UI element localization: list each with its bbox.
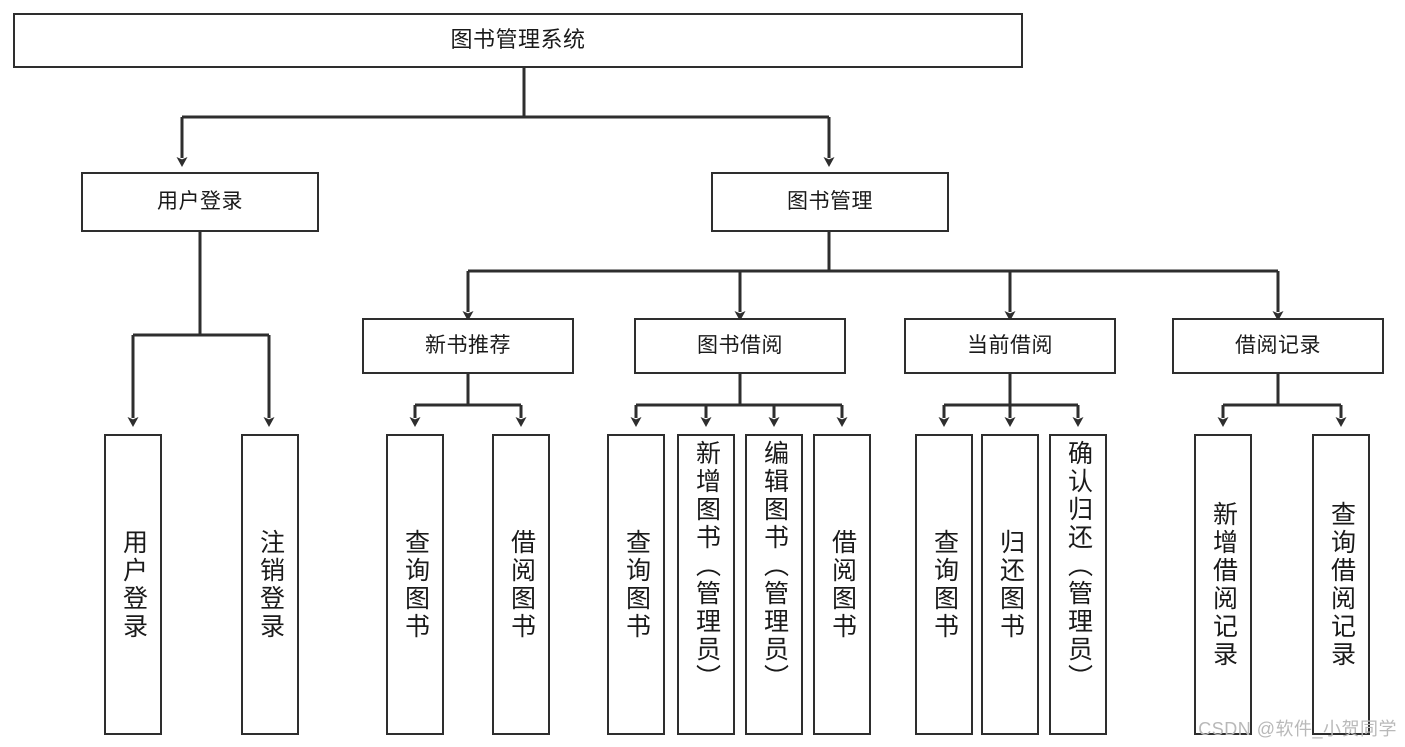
node-label: 借阅图书 [507, 528, 536, 641]
leaf-user-login-signout[interactable]: 注销登录 [241, 434, 299, 735]
node-label: 图书借阅 [697, 334, 783, 358]
leaf-borrow-borrow-books[interactable]: 借阅图书 [813, 434, 871, 735]
node-label: 归还图书 [996, 528, 1025, 641]
node-user-login[interactable]: 用户登录 [81, 172, 319, 232]
node-label: 新增图书（管理员） [692, 440, 721, 692]
node-label: 图书管理 [787, 190, 873, 214]
watermark-text: CSDN @软件_小贺同学 [1198, 719, 1397, 739]
node-label: 查询借阅记录 [1327, 500, 1356, 669]
node-borrowing-records[interactable]: 借阅记录 [1172, 318, 1384, 374]
node-label: 编辑图书（管理员） [760, 440, 789, 692]
leaf-new-book-query-books[interactable]: 查询图书 [386, 434, 444, 735]
leaf-borrow-query-books[interactable]: 查询图书 [607, 434, 665, 735]
node-root-system[interactable]: 图书管理系统 [13, 13, 1023, 68]
node-label: 用户登录 [119, 528, 148, 641]
leaf-borrow-add-book-admin[interactable]: 新增图书（管理员） [677, 434, 735, 735]
node-label: 查询图书 [930, 528, 959, 641]
leaf-new-book-borrow-books[interactable]: 借阅图书 [492, 434, 550, 735]
node-label: 查询图书 [622, 528, 651, 641]
node-new-book-recommendation[interactable]: 新书推荐 [362, 318, 574, 374]
node-label: 新增借阅记录 [1209, 500, 1238, 669]
node-label: 借阅记录 [1235, 334, 1321, 358]
node-label: 用户登录 [157, 190, 243, 214]
node-label: 新书推荐 [425, 334, 511, 358]
leaf-records-add-record[interactable]: 新增借阅记录 [1194, 434, 1252, 735]
leaf-current-query-books[interactable]: 查询图书 [915, 434, 973, 735]
node-label: 借阅图书 [828, 528, 857, 641]
leaf-current-return-books[interactable]: 归还图书 [981, 434, 1039, 735]
leaf-records-query-record[interactable]: 查询借阅记录 [1312, 434, 1370, 735]
leaf-borrow-edit-book-admin[interactable]: 编辑图书（管理员） [745, 434, 803, 735]
node-book-borrowing[interactable]: 图书借阅 [634, 318, 846, 374]
node-label: 图书管理系统 [450, 27, 586, 53]
leaf-user-login-signin[interactable]: 用户登录 [104, 434, 162, 735]
node-book-management[interactable]: 图书管理 [711, 172, 949, 232]
leaf-current-confirm-return-admin[interactable]: 确认归还（管理员） [1049, 434, 1107, 735]
node-label: 确认归还（管理员） [1064, 440, 1093, 692]
node-label: 注销登录 [256, 528, 285, 641]
node-label: 当前借阅 [967, 334, 1053, 358]
node-label: 查询图书 [401, 528, 430, 641]
node-current-borrowing[interactable]: 当前借阅 [904, 318, 1116, 374]
